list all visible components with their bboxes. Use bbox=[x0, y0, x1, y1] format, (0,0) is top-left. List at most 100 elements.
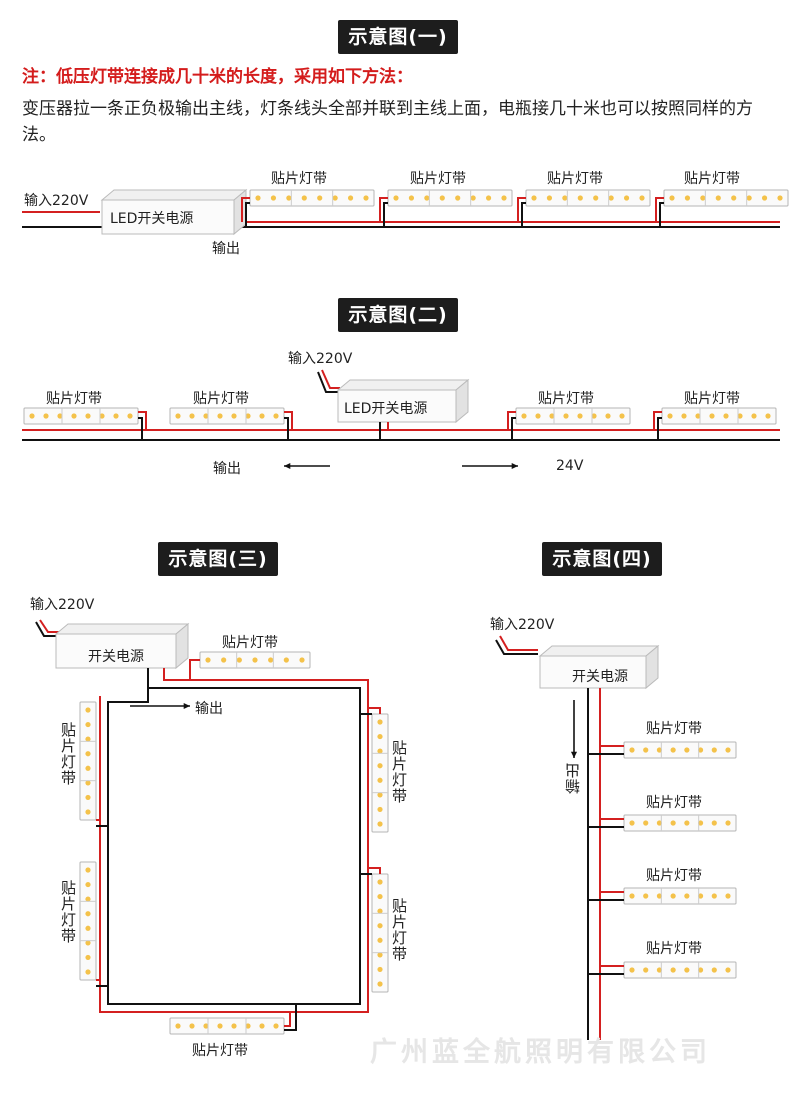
d2-strip-1 bbox=[23, 407, 139, 425]
d3-input-black bbox=[35, 621, 60, 637]
d4-psu-front bbox=[539, 655, 647, 689]
d4-strip-4-led-6 bbox=[711, 967, 717, 973]
d3-psu-front bbox=[55, 633, 177, 669]
d2-voltage-label: 24V bbox=[556, 458, 584, 474]
d3-strip-right-1 bbox=[371, 713, 389, 833]
d2-strip-1-led-0 bbox=[29, 413, 35, 419]
d3-strip-top-led-5 bbox=[283, 657, 289, 663]
d2-strip-3-led-2 bbox=[549, 413, 555, 419]
d4-strip-3-led-6 bbox=[711, 893, 717, 899]
d1-strip-1-led-4 bbox=[317, 195, 323, 201]
d3-strip-label-top: 贴片灯带 bbox=[222, 635, 278, 651]
d2-tap-black-1 bbox=[138, 417, 143, 440]
d3-strip-top-red bbox=[189, 659, 200, 680]
d3-strip-right-1-led-6 bbox=[377, 806, 383, 813]
d4-output-label: 输出 bbox=[564, 762, 582, 794]
d1-tap-red-4 bbox=[655, 197, 664, 222]
d1-strip-1-led-0 bbox=[255, 195, 261, 201]
d4-strip-4 bbox=[623, 961, 737, 979]
d3-strip-bottom-led-6 bbox=[259, 1023, 265, 1029]
d4-strip-2-led-6 bbox=[711, 820, 717, 826]
d3-output-label: 输出 bbox=[195, 701, 223, 717]
d2-input-red bbox=[321, 369, 340, 389]
d4-strip-3-led-5 bbox=[697, 893, 704, 899]
d2-tap-black-2 bbox=[284, 417, 289, 440]
d3-strip-left-2-led-3 bbox=[85, 911, 91, 917]
d2-strip-label-3: 贴片灯带 bbox=[538, 391, 594, 407]
d1-strip-3-led-1 bbox=[546, 195, 553, 201]
d1-strip-3-led-7 bbox=[639, 195, 645, 201]
d4-strip-2-led-4 bbox=[684, 820, 690, 826]
d3-right2-red bbox=[368, 867, 381, 874]
d3-strip-right-1-led-5 bbox=[377, 792, 383, 798]
d4-input-label: 输入220V bbox=[490, 617, 555, 633]
d3-strip-label-left-1: 贴片灯带 bbox=[59, 722, 77, 786]
d1-strip-4-led-3 bbox=[715, 195, 721, 201]
d3-strip-right-2-led-3 bbox=[377, 923, 383, 929]
d3-psu-label: 开关电源 bbox=[88, 649, 144, 665]
d2-input-black bbox=[317, 371, 340, 393]
d1-tap-black-1 bbox=[245, 202, 250, 227]
d2-strip-3-led-6 bbox=[605, 413, 611, 419]
d3-strip-left-2-led-1 bbox=[85, 881, 91, 888]
d3-strip-right-2-led-4 bbox=[377, 937, 383, 943]
d3-strip-left-2-led-4 bbox=[85, 925, 91, 931]
d2-strip-3-led-0 bbox=[521, 413, 527, 419]
d2-strip-4-led-3 bbox=[709, 413, 715, 419]
d2-tap-black-4 bbox=[657, 417, 662, 440]
d2-strip-2-led-1 bbox=[189, 413, 195, 419]
d3-strip-top-led-6 bbox=[299, 657, 305, 663]
d3-strip-label-right-2: 贴片灯带 bbox=[390, 898, 408, 962]
d4-strip-label-1: 贴片灯带 bbox=[646, 721, 702, 737]
d3-strip-left-1-led-3 bbox=[85, 751, 91, 757]
d1-tap-black-2 bbox=[383, 202, 388, 227]
d3-input-red bbox=[39, 619, 60, 633]
d4-strip-3-led-4 bbox=[684, 893, 690, 899]
d1-strip-label-1: 贴片灯带 bbox=[271, 171, 327, 187]
d1-strip-3-led-2 bbox=[562, 195, 568, 201]
d2-tap-red-4 bbox=[653, 411, 662, 430]
d2-strip-4-led-2 bbox=[695, 413, 701, 419]
d3-strip-top-led-3 bbox=[252, 657, 258, 663]
d2-strip-1-led-2 bbox=[57, 413, 63, 419]
d1-tap-black-4 bbox=[659, 202, 664, 227]
d1-strip-4 bbox=[663, 189, 789, 207]
d1-strip-4-led-5 bbox=[746, 195, 752, 201]
d2-strip-2-led-7 bbox=[273, 413, 279, 419]
d3-strip-bottom-led-7 bbox=[273, 1023, 279, 1029]
d1-strip-2-led-6 bbox=[485, 195, 492, 201]
d4-strip-1-led-0 bbox=[629, 747, 635, 753]
d3-strip-label-right-1: 贴片灯带 bbox=[390, 740, 408, 804]
d2-strip-3-led-1 bbox=[535, 413, 541, 419]
d4-strip-2-led-5 bbox=[697, 820, 704, 826]
d4-strip-4-led-3 bbox=[670, 967, 676, 973]
d2-psu-top bbox=[336, 379, 470, 391]
d4-strip-3-led-3 bbox=[670, 893, 676, 899]
d2-strip-2-led-2 bbox=[203, 413, 209, 419]
d4-strip-2 bbox=[623, 814, 737, 832]
d1-strip-label-4: 贴片灯带 bbox=[684, 171, 740, 187]
d4-strip-4-led-1 bbox=[643, 967, 649, 973]
d3-strip-top-led-2 bbox=[236, 657, 242, 663]
d3-strip-left-1-led-6 bbox=[85, 794, 91, 801]
d2-output-label: 输出 bbox=[213, 461, 241, 477]
d4-strip-3-led-0 bbox=[629, 893, 635, 899]
d3-strip-left-1-led-2 bbox=[85, 736, 91, 742]
d1-input-label: 输入220V bbox=[24, 193, 89, 209]
d1-strip-4-led-6 bbox=[761, 195, 768, 201]
d3-strip-left-1-led-7 bbox=[85, 809, 91, 815]
d3-strip-left-2-led-6 bbox=[85, 954, 91, 961]
d1-output-label: 输出 bbox=[212, 241, 240, 257]
d2-input-label: 输入220V bbox=[288, 351, 353, 367]
d1-psu-label: LED开关电源 bbox=[110, 211, 194, 227]
d3-strip-left-2-led-5 bbox=[85, 940, 91, 946]
diagram-3-title: 示意图(三) bbox=[158, 542, 278, 576]
d3-right1-red bbox=[368, 707, 381, 714]
d4-strip-3-led-1 bbox=[643, 893, 649, 899]
d4-strip-4-led-0 bbox=[629, 967, 635, 973]
d3-strip-bottom-led-3 bbox=[217, 1023, 223, 1029]
d3-input-label: 输入220V bbox=[30, 597, 95, 613]
d3-strip-left-2-led-0 bbox=[85, 867, 91, 873]
d3-strip-right-2-led-6 bbox=[377, 966, 383, 973]
d4-strip-4-led-5 bbox=[697, 967, 704, 973]
